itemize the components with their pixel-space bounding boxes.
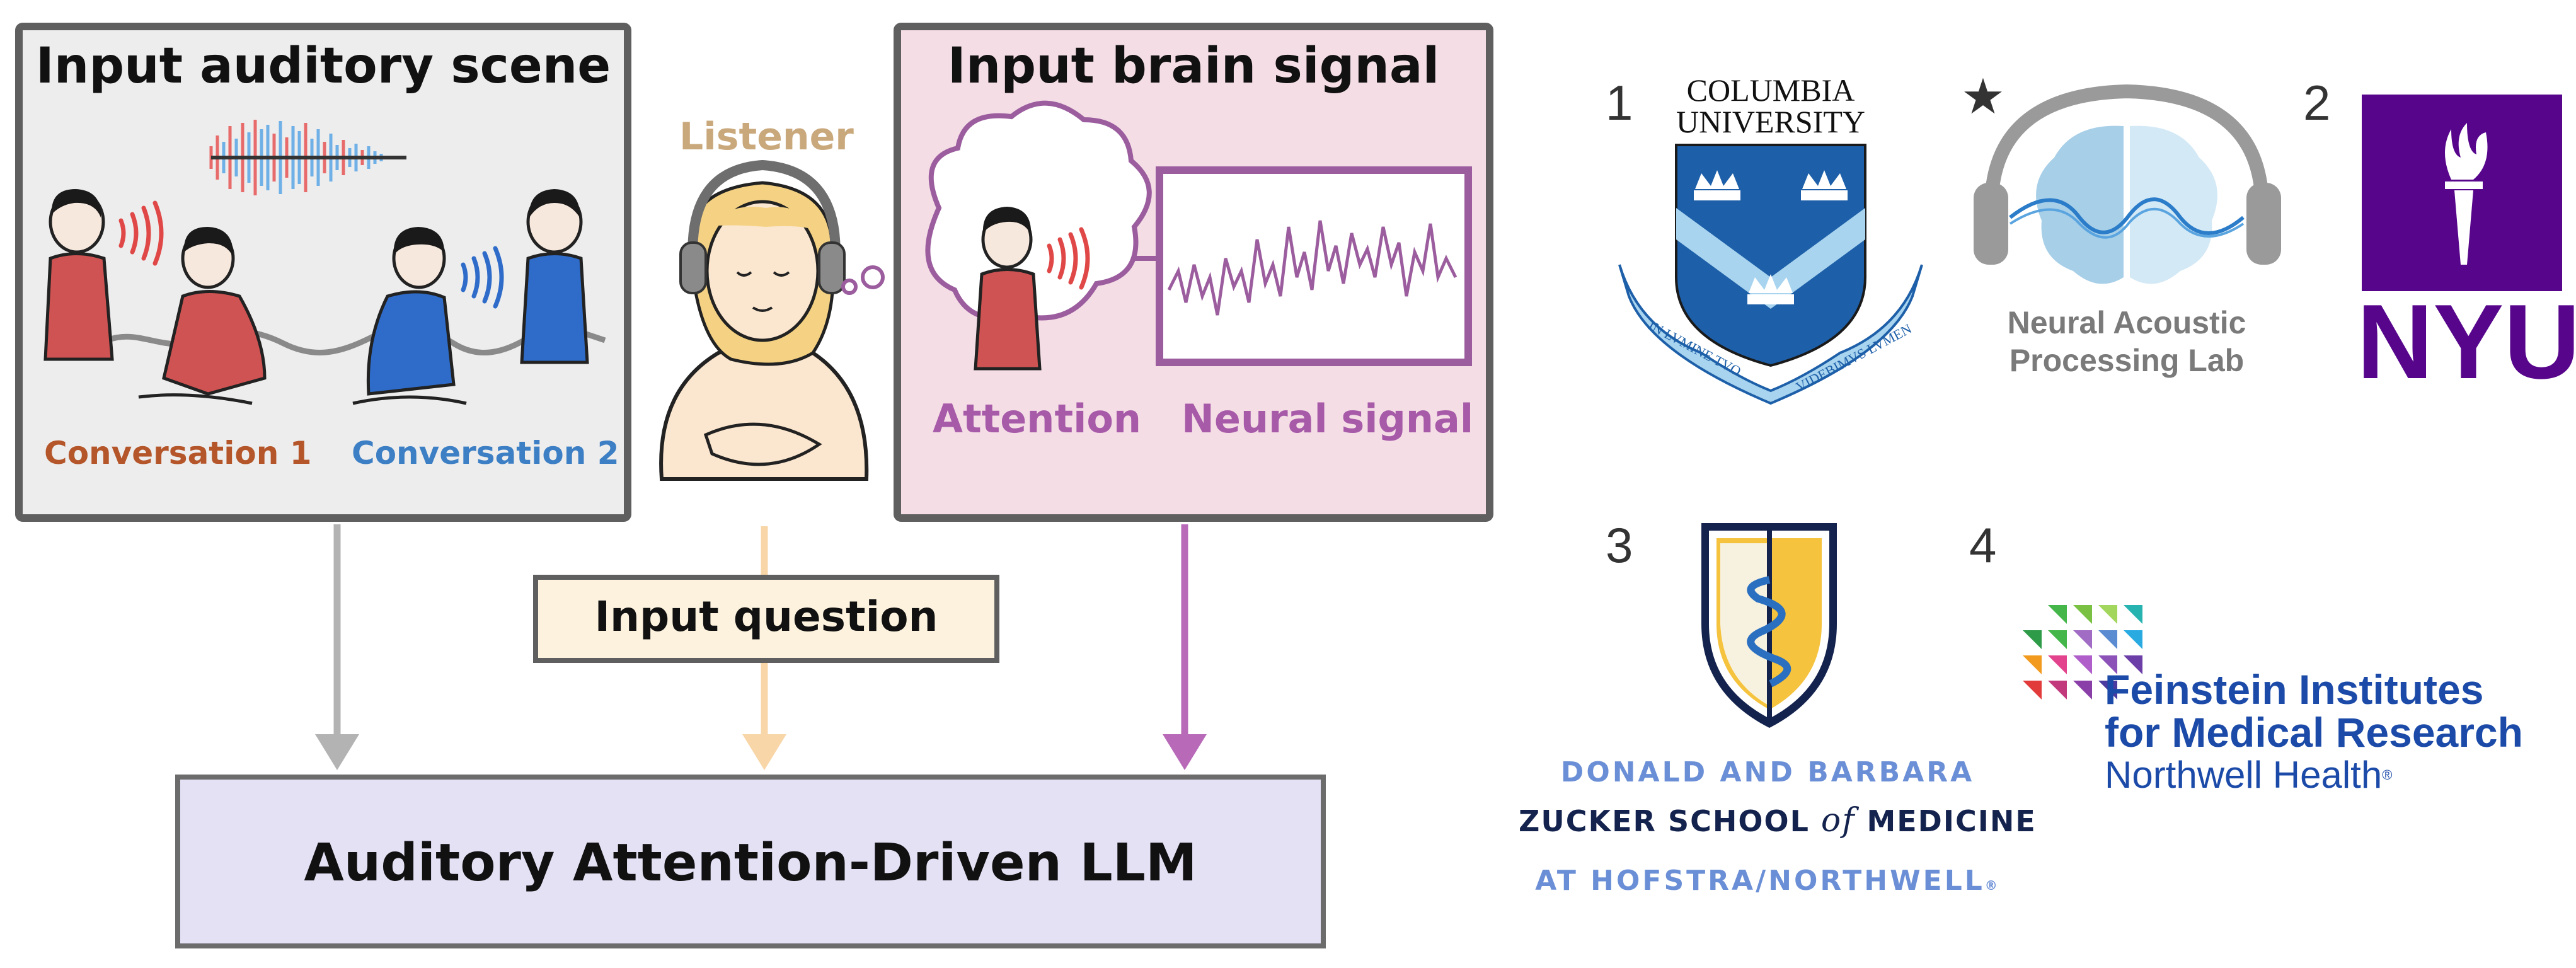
columbia-name-line2: UNIVERSITY <box>1676 104 1865 139</box>
zucker-line2-of: of <box>1820 802 1856 839</box>
speaker-1-figure <box>43 189 114 361</box>
attended-speaking-waves <box>1047 227 1090 290</box>
feinstein-reg-mark: ® <box>2382 767 2393 783</box>
scene-title: Input auditory scene <box>35 38 611 95</box>
input-question-label: Input question <box>594 592 938 641</box>
speaking-waves-blue <box>461 246 504 309</box>
napl-line2: Processing Lab <box>2009 343 2245 378</box>
zucker-line2-b: MEDICINE <box>1866 804 2037 838</box>
nyu-wordmark: NYU <box>2357 282 2576 401</box>
affiliation-marker-star: ★ <box>1961 69 2005 124</box>
napl-logo <box>1974 84 2281 284</box>
feinstein-line1: Feinstein Institutes <box>2105 666 2484 713</box>
listener-2-figure <box>520 189 589 364</box>
affiliation-marker-3: 3 <box>1606 517 1633 573</box>
feinstein-logo <box>2023 605 2142 700</box>
columbia-name-line1: COLUMBIA <box>1686 72 1855 108</box>
conversation-2-label: Conversation 2 <box>352 435 619 471</box>
zucker-line2: ZUCKER SCHOOL of MEDICINE <box>1519 802 2035 839</box>
nyu-logo <box>2362 95 2562 291</box>
listener-1-figure <box>138 227 267 405</box>
conversation-1-label: Conversation 1 <box>44 435 312 471</box>
affiliation-marker-1: 1 <box>1606 75 1633 130</box>
napl-wordmark: Neural Acoustic Processing Lab <box>1972 304 2281 379</box>
attention-label: Attention <box>933 396 1142 442</box>
feinstein-line3: Northwell Health <box>2105 754 2383 796</box>
llm-box <box>175 775 1326 948</box>
attention-thought-cloud <box>925 100 1152 321</box>
speaking-waves-red <box>118 200 164 266</box>
thought-bubbles <box>841 265 885 295</box>
llm-label: Auditory Attention-Driven LLM <box>304 833 1197 893</box>
brain-signal-title: Input brain signal <box>947 38 1440 95</box>
zucker-line3: AT HOFSTRA/NORTHWELL® <box>1519 865 2016 897</box>
arrow-scene-to-llm <box>315 524 359 770</box>
zucker-logo <box>1701 523 1837 728</box>
zucker-line2-a: ZUCKER SCHOOL <box>1519 804 1810 838</box>
zucker-reg-mark: ® <box>1984 878 2000 893</box>
feinstein-wordmark: Feinstein Institutes for Medical Researc… <box>2105 668 2523 797</box>
speaker-2-figure <box>352 227 467 405</box>
columbia-wordmark: COLUMBIA UNIVERSITY <box>1670 74 1872 137</box>
neural-signal-trace <box>1167 220 1458 316</box>
affiliation-marker-2: 2 <box>2303 75 2331 130</box>
arrow-brain-to-llm <box>1163 524 1207 770</box>
listener-label: Listener <box>679 115 854 159</box>
affiliation-marker-4: 4 <box>1969 517 1997 573</box>
listener-figure <box>659 159 869 481</box>
zucker-line1: DONALD AND BARBARA <box>1560 756 1975 788</box>
neural-signal-label: Neural signal <box>1182 396 1474 442</box>
zucker-line3-text: AT HOFSTRA/NORTHWELL <box>1535 865 1985 897</box>
feinstein-line2: for Medical Research <box>2105 709 2523 756</box>
attended-speaker-figure <box>974 207 1042 371</box>
mixed-audio-waveform <box>209 120 406 195</box>
columbia-logo <box>1618 144 1923 405</box>
input-question-box <box>533 575 999 663</box>
napl-line1: Neural Acoustic <box>2007 305 2246 340</box>
